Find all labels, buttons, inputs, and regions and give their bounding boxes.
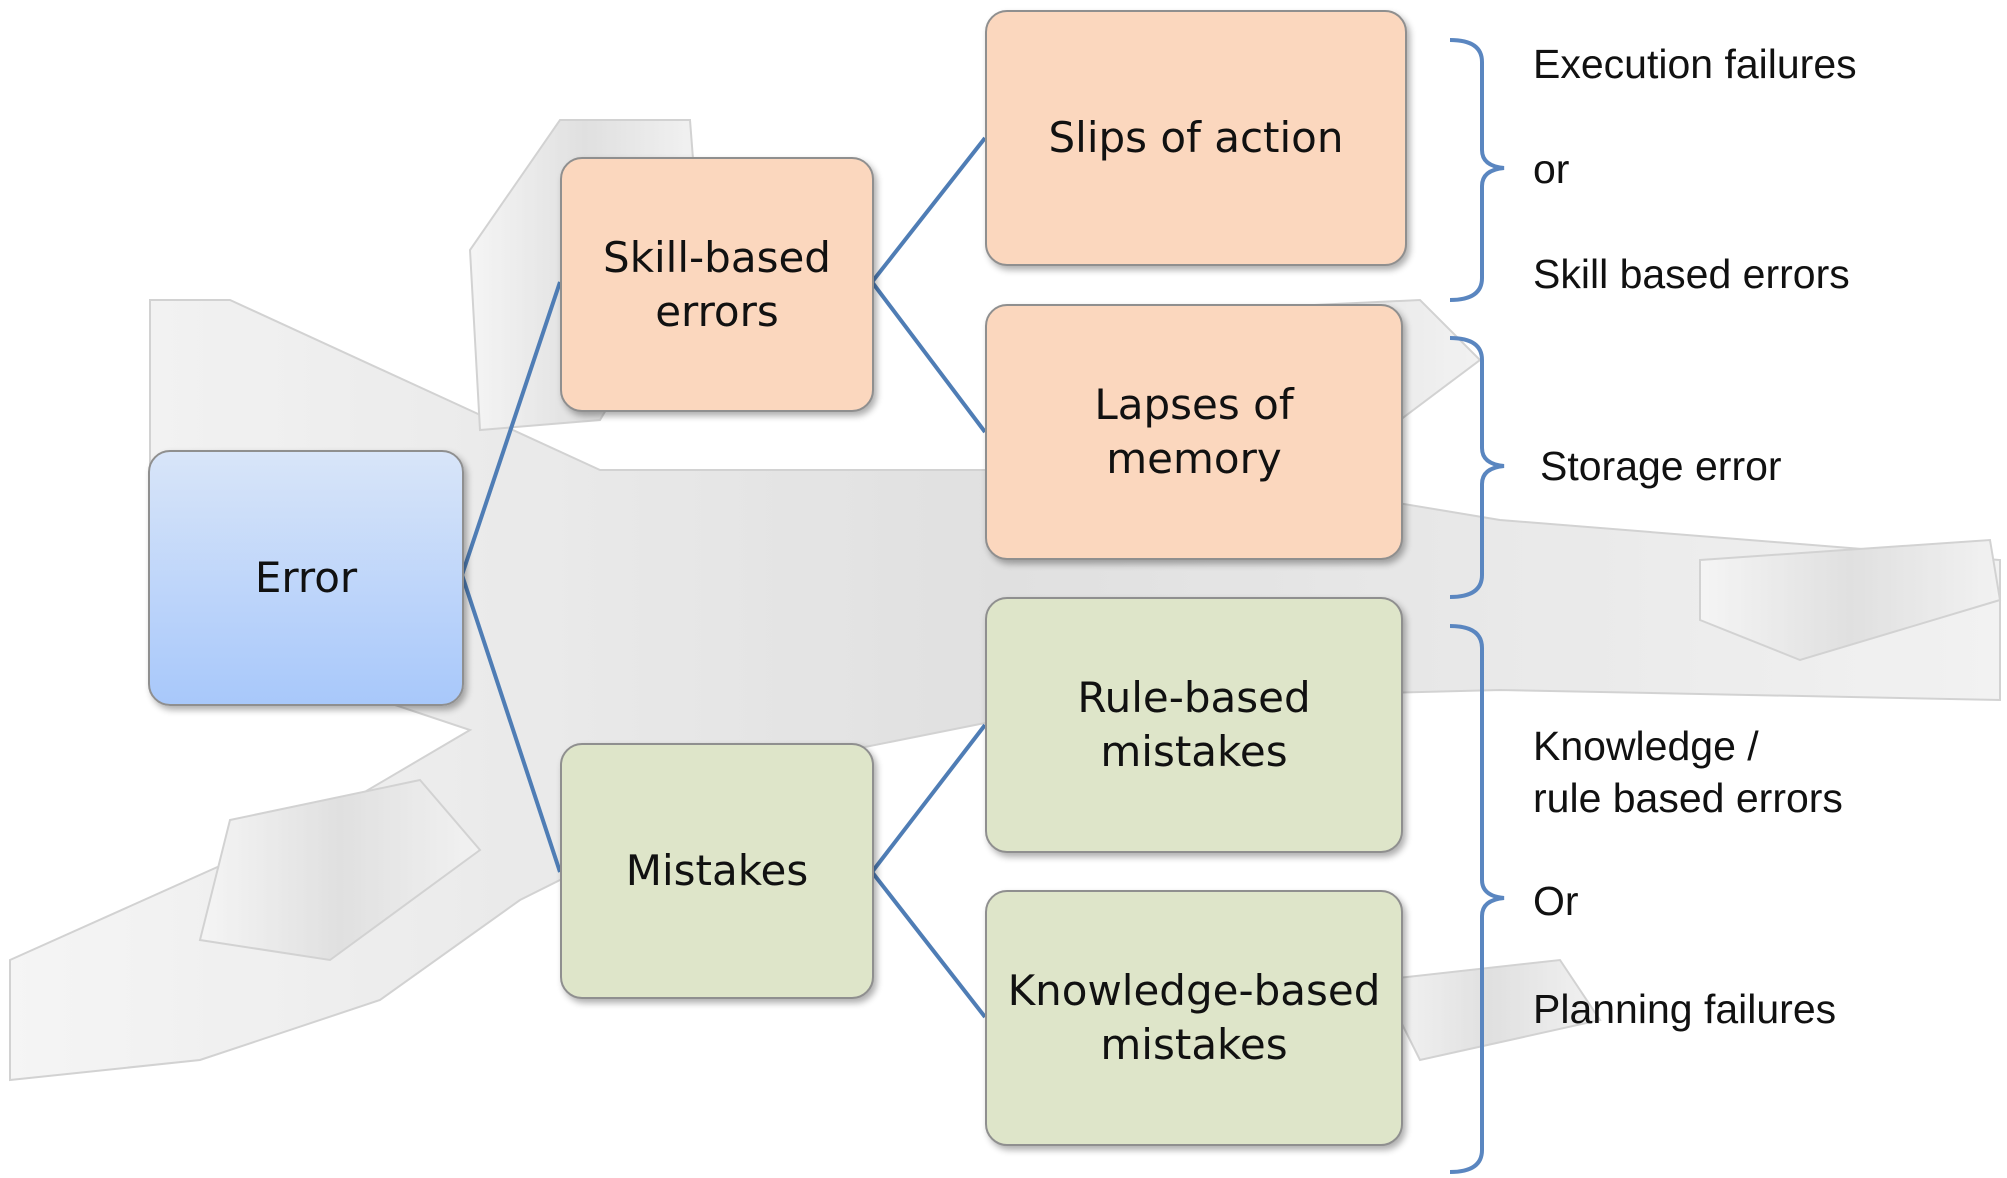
connector-skill-to-slips	[870, 136, 987, 284]
node-mistakes: Mistakes	[560, 743, 874, 999]
node-rule-based-mistakes: Rule-based mistakes	[985, 597, 1403, 853]
node-knowledge-based-mistakes: Knowledge-based mistakes	[985, 890, 1403, 1146]
node-skill-based-errors: Skill-based errors	[560, 157, 874, 412]
connector-error-to-skill-based	[460, 281, 562, 576]
label-storage-error: Storage error	[1540, 443, 1782, 489]
bracket-planning-failures	[1449, 624, 1505, 1174]
node-slips-of-action: Slips of action	[985, 10, 1407, 266]
node-lapses-of-memory: Lapses of memory	[985, 304, 1403, 560]
label-execution-failures: Execution failures	[1533, 41, 1857, 87]
bracket-storage-error	[1449, 336, 1505, 599]
bracket-execution-failures	[1449, 38, 1505, 302]
connector-mistakes-to-knowledge-based	[870, 870, 987, 1019]
connector-mistakes-to-rule-based	[870, 723, 987, 874]
node-error: Error	[148, 450, 464, 706]
label-or-2: Or	[1533, 878, 1579, 924]
label-skill-based-errors: Skill based errors	[1533, 251, 1850, 297]
label-or-1: or	[1533, 146, 1570, 192]
label-knowledge-rule-based-errors: Knowledge / rule based errors	[1533, 723, 1843, 821]
connector-error-to-mistakes	[460, 574, 562, 873]
label-planning-failures: Planning failures	[1533, 986, 1837, 1032]
connector-skill-to-lapses	[870, 280, 987, 434]
